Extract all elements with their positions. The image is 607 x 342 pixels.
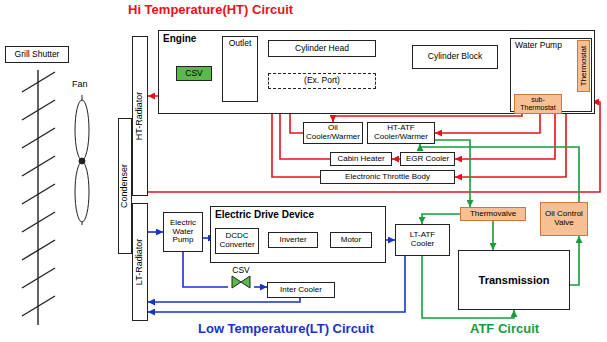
thermostat-box: sub- Thermostat: [514, 94, 562, 114]
component-box: Cylinder Block: [412, 45, 498, 69]
circuit-title: ATF Circuit: [470, 322, 539, 336]
flow-line: [392, 158, 400, 160]
condenser-box: Condenser: [118, 118, 132, 254]
node-text: Electric Drive Device: [215, 209, 314, 220]
node-text: Condenser: [120, 164, 130, 208]
node-text: LT-ATF Cooler: [398, 231, 447, 249]
radiator-box: HT-Radiator: [132, 36, 148, 196]
part-label: Fan: [72, 80, 88, 90]
node-text: Water Pump: [515, 41, 562, 50]
node-text: Electric Water Pump: [166, 219, 200, 245]
radiator-box: LT-Radiator: [132, 203, 148, 321]
node-text: Cabin Heater: [337, 155, 384, 164]
cooler-box: Inter Cooler: [267, 282, 335, 298]
node-text: Transmission: [479, 274, 550, 286]
valve-box: CSV: [176, 66, 212, 81]
flow-line: [254, 286, 267, 288]
node-text: CSV: [185, 69, 202, 78]
valve-box: Oil Control Valve: [540, 202, 588, 236]
flow-line: [435, 112, 540, 133]
converter-box: DCDC Converter: [215, 228, 259, 254]
node-text: Thermovalve: [470, 210, 516, 219]
shutter-box: Grill Shutter: [5, 46, 69, 63]
drive-device-box: DCDC Converter Inverter Motor Electric Driv…: [210, 206, 386, 263]
fan-symbol: [75, 95, 89, 225]
node-text: CSV: [232, 266, 249, 275]
motor-box: Motor: [330, 232, 372, 248]
valve-box: Thermovalve: [460, 207, 526, 221]
flow-line: [422, 214, 460, 224]
node-text: Motor: [341, 236, 361, 245]
node-text: Outlet: [223, 39, 257, 48]
node-text: EGR Cooler: [406, 155, 449, 164]
pump-box: Electric Water Pump: [163, 212, 203, 252]
flow-line: [455, 112, 566, 177]
node-text: Grill Shutter: [15, 50, 60, 59]
node-text: Cylinder Block: [428, 52, 482, 61]
thermostat-box: Thermostat: [577, 40, 590, 92]
outlet-box: Outlet: [222, 36, 258, 102]
cooler-box: Oil Cooler/Warmer: [303, 122, 363, 144]
cooler-box: HT-ATF Cooler/Warmer: [367, 122, 435, 144]
grill-shutter-slats: [22, 70, 55, 325]
flow-line: [492, 221, 494, 250]
flow-line: [570, 236, 579, 285]
node-text: HT-ATF Cooler/Warmer: [370, 124, 432, 142]
component-box: Electronic Throttle Body: [320, 170, 455, 184]
engine-block: OutletCSV Cylinder Head (Ex. Port) Cylinder…: [158, 30, 595, 114]
circuit-title: Hi Temperature(HT) Circuit: [128, 3, 293, 17]
cooler-box: LT-ATF Cooler: [395, 224, 450, 256]
node-text: Engine: [163, 33, 196, 44]
flow-line: [148, 256, 405, 312]
node-text: DCDC Converter: [218, 232, 256, 250]
pump-box: Thermostat sub- Thermostat Water Pump: [510, 38, 592, 112]
node-text: Oil Cooler/Warmer: [306, 124, 360, 142]
node-text: Cylinder Head: [295, 44, 349, 53]
node-text: Inverter: [279, 236, 306, 245]
flow-line: [148, 231, 163, 233]
node-text: sub- Thermostat: [517, 96, 559, 111]
valve-symbol: CSV: [228, 266, 254, 294]
inverter-box: Inverter: [268, 232, 318, 248]
cooler-box: EGR Cooler: [400, 152, 455, 166]
node-text: (Ex. Port): [304, 76, 340, 85]
flow-line: [148, 298, 300, 302]
node-text: LT-Radiator: [135, 239, 145, 285]
node-text: Inter Cooler: [280, 286, 322, 295]
valve-symbol: [228, 275, 254, 289]
circuit-title: Low Temperature(LT) Circuit: [198, 322, 374, 336]
port-box: (Ex. Port): [268, 73, 376, 89]
node-text: Thermostat: [579, 46, 588, 86]
node-text: Electronic Throttle Body: [345, 173, 430, 182]
node-text: HT-Radiator: [135, 92, 145, 141]
node-text: Oil Control Valve: [543, 210, 585, 228]
component-box: Cylinder Head: [268, 40, 376, 57]
transmission-box: Transmission: [458, 250, 570, 310]
heater-box: Cabin Heater: [330, 152, 392, 166]
